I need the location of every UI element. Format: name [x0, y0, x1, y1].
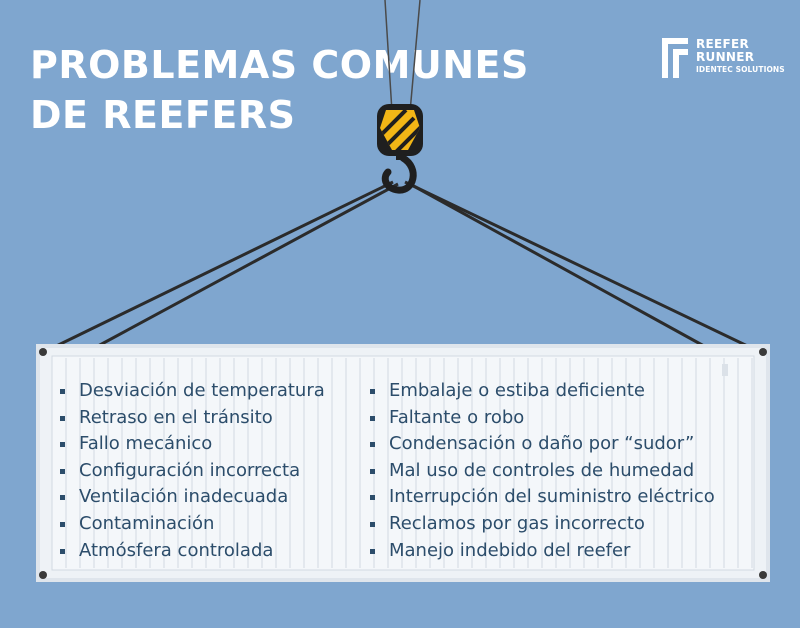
bullet-icon: [60, 548, 65, 554]
crane-hook-icon: [377, 104, 423, 194]
list-item: Condensación o daño por “sudor”: [368, 431, 715, 458]
logo-line-3: IDENTEC SOLUTIONS: [696, 65, 785, 74]
list-item: Configuración incorrecta: [58, 458, 325, 485]
bullet-icon: [60, 495, 65, 501]
logo-mark-icon: [662, 38, 688, 78]
bullet-icon: [370, 468, 375, 474]
bullet-icon: [370, 389, 375, 394]
logo-line-1: REEFER: [696, 37, 750, 51]
list-item: Interrupción del suministro eléctrico: [368, 484, 715, 511]
bullet-icon: [370, 442, 375, 448]
bullet-icon: [60, 468, 65, 474]
logo-text: REEFER RUNNER IDENTEC SOLUTIONS: [696, 38, 785, 75]
list-item: Fallo mecánico: [58, 431, 325, 458]
page-title: PROBLEMAS COMUNES DE REEFERS: [30, 40, 529, 140]
list-item: Retraso en el tránsito: [58, 405, 325, 432]
list-item: Mal uso de controles de humedad: [368, 458, 715, 485]
problem-list-right: Embalaje o estiba deficiente Faltante o …: [368, 378, 715, 564]
list-item: Reclamos por gas incorrecto: [368, 511, 715, 538]
bullet-icon: [60, 389, 65, 394]
list-item: Manejo indebido del reefer: [368, 538, 715, 565]
list-item: Desviación de temperatura: [58, 378, 325, 405]
list-item: Faltante o robo: [368, 405, 715, 432]
list-item: Embalaje o estiba deficiente: [368, 378, 715, 405]
bullet-icon: [60, 442, 65, 448]
problem-list-left: Desviación de temperatura Retraso en el …: [58, 378, 325, 564]
title-line-2: DE REEFERS: [30, 93, 296, 137]
bullet-icon: [60, 521, 65, 527]
logo-line-2: RUNNER: [696, 50, 755, 64]
list-item: Ventilación inadecuada: [58, 484, 325, 511]
bullet-icon: [370, 495, 375, 501]
reefer-runner-logo: REEFER RUNNER IDENTEC SOLUTIONS: [662, 38, 785, 82]
title-line-1: PROBLEMAS COMUNES: [30, 43, 529, 87]
list-item: Contaminación: [58, 511, 325, 538]
bullet-icon: [370, 548, 375, 554]
list-item: Atmósfera controlada: [58, 538, 325, 565]
sling-cables: [43, 180, 761, 354]
bullet-icon: [60, 415, 65, 421]
bullet-icon: [370, 415, 375, 421]
bullet-icon: [370, 521, 375, 527]
